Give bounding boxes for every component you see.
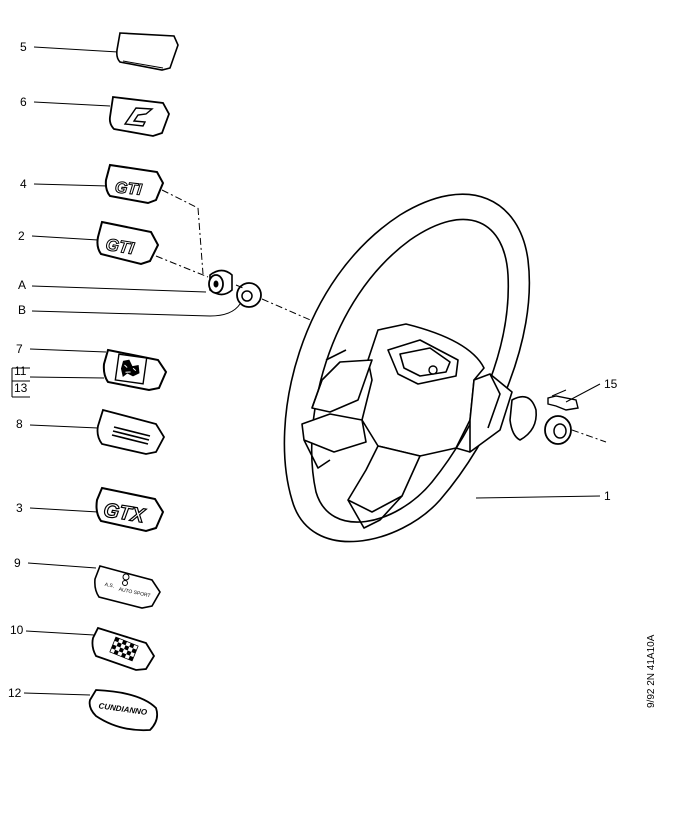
gti-badge-text: GTI [114, 179, 143, 199]
steering-column-boss [509, 395, 537, 441]
leader-line-3 [29, 507, 99, 513]
logo-mark-icon [123, 107, 154, 127]
leader-line-b [31, 303, 241, 317]
part-4-gti-badge: 4 GTI [20, 163, 165, 205]
gtx-badge-shape [95, 486, 165, 533]
leader-line-15 [565, 383, 601, 403]
callout-1: 1 [604, 489, 611, 503]
leader-line-1 [475, 495, 601, 499]
callout-5: 5 [20, 40, 27, 54]
leader-line-4 [33, 183, 109, 187]
callout-group-1: 1 [475, 489, 611, 503]
callout-8: 8 [16, 417, 23, 431]
spoke-bottom [347, 445, 421, 513]
leader-line-2 [31, 235, 99, 241]
leader-line-a [31, 285, 207, 293]
part-5-blank-cover: 5 [20, 32, 179, 71]
margin-reference-code: 9/92 2N 41A10A [646, 634, 657, 708]
wording-badge-shape [88, 689, 159, 732]
part-7-11-13-emblem-badge: 7 11 13 [11, 342, 168, 398]
gti-badge-text-2: GTI [104, 235, 136, 258]
leader-line-12 [23, 692, 91, 696]
gti-badge-shape-2 [96, 220, 160, 266]
callout-15: 15 [604, 377, 618, 391]
leader-line-9 [27, 562, 97, 569]
steering-wheel-rim-inner [310, 218, 510, 523]
part-b-washer: B [18, 282, 262, 317]
leader-line-6 [33, 101, 111, 107]
callout-13: 13 [14, 381, 28, 395]
callout-3: 3 [16, 501, 23, 515]
part-8-stripe-badge: 8 [16, 408, 166, 455]
checkered-flag-icon [109, 636, 139, 662]
leader-line-8 [29, 424, 99, 429]
leader-line-11-13 [29, 376, 105, 379]
callout-9: 9 [14, 556, 21, 570]
part-6-logo-badge: 6 [20, 95, 170, 137]
leader-line-10 [25, 630, 95, 636]
part-2-gti-badge: 2 GTI [18, 220, 160, 266]
part-1-steering-wheel [283, 193, 537, 543]
leader-line-7 [29, 348, 107, 353]
callout-7: 7 [16, 342, 23, 356]
callout-4: 4 [20, 177, 27, 191]
gti-badge-shape [104, 163, 165, 205]
blank-cover-shape [116, 32, 179, 71]
logo-badge-shape [108, 96, 170, 137]
callout-b: B [18, 303, 26, 317]
part-3-gtx-badge: 3 GTX [16, 486, 165, 533]
part-15-nut-and-clip: 15 [544, 377, 618, 445]
part-12-wording-badge: 12 CUNDIANNO [8, 686, 159, 732]
callout-6: 6 [20, 95, 27, 109]
part-10-checkered-badge: 10 [10, 623, 156, 671]
part-a-bush: A [18, 269, 233, 296]
gtx-badge-text: GTX [102, 499, 148, 527]
callout-a: A [18, 278, 26, 292]
callout-12: 12 [8, 686, 22, 700]
badge-mark-icon [122, 573, 130, 581]
part-9-text-badge: 9 A.S. AUTO SPORT [14, 556, 161, 609]
callout-2: 2 [18, 229, 25, 243]
leader-line-5 [33, 46, 119, 53]
tiny-text-line-1: A.S. [104, 582, 114, 590]
text-badge-shape [94, 565, 161, 609]
callout-11: 11 [14, 364, 27, 378]
callout-10: 10 [10, 623, 24, 637]
